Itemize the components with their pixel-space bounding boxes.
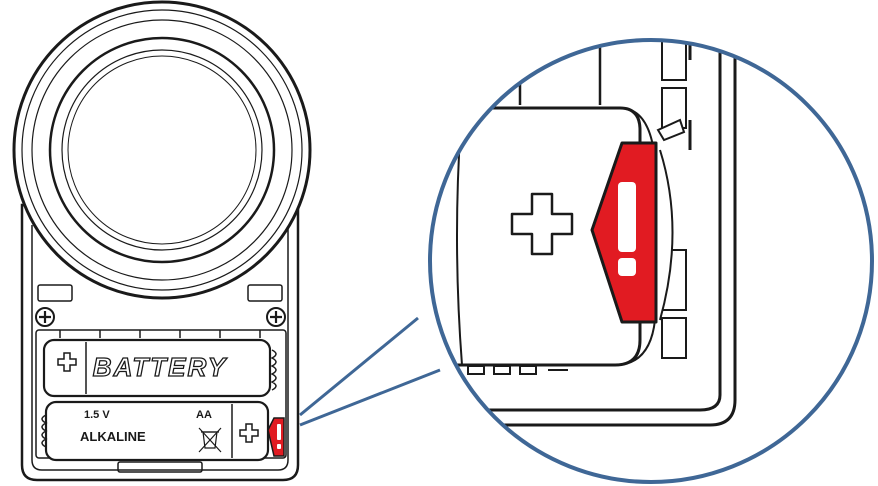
screw-icon bbox=[35, 307, 55, 327]
battery-top-label: BATTERY bbox=[93, 352, 228, 382]
recycle-bin-icon bbox=[198, 427, 222, 453]
dial-knob bbox=[12, 0, 312, 300]
zoomed-detail: + bbox=[0, 0, 737, 427]
zoom-callout-ring bbox=[428, 38, 874, 484]
battery-top: BATTERY bbox=[42, 338, 277, 398]
plus-terminal-icon bbox=[510, 192, 574, 256]
callout-plus-sign: + bbox=[0, 0, 1, 1]
warning-icon bbox=[590, 141, 658, 324]
battery-size: AA bbox=[196, 409, 212, 421]
plus-terminal-icon bbox=[57, 352, 77, 372]
warning-icon bbox=[267, 417, 285, 457]
spring-contact-icon bbox=[270, 349, 277, 391]
battery-chemistry: ALKALINE bbox=[80, 429, 146, 444]
spring-contact-icon bbox=[41, 414, 48, 448]
screw-icon bbox=[266, 307, 286, 327]
callout-connector bbox=[299, 316, 441, 427]
battery-bottom: 1.5 V AA ALKALINE bbox=[41, 400, 285, 462]
plus-terminal-icon bbox=[239, 423, 259, 443]
battery-voltage: 1.5 V bbox=[84, 409, 110, 421]
